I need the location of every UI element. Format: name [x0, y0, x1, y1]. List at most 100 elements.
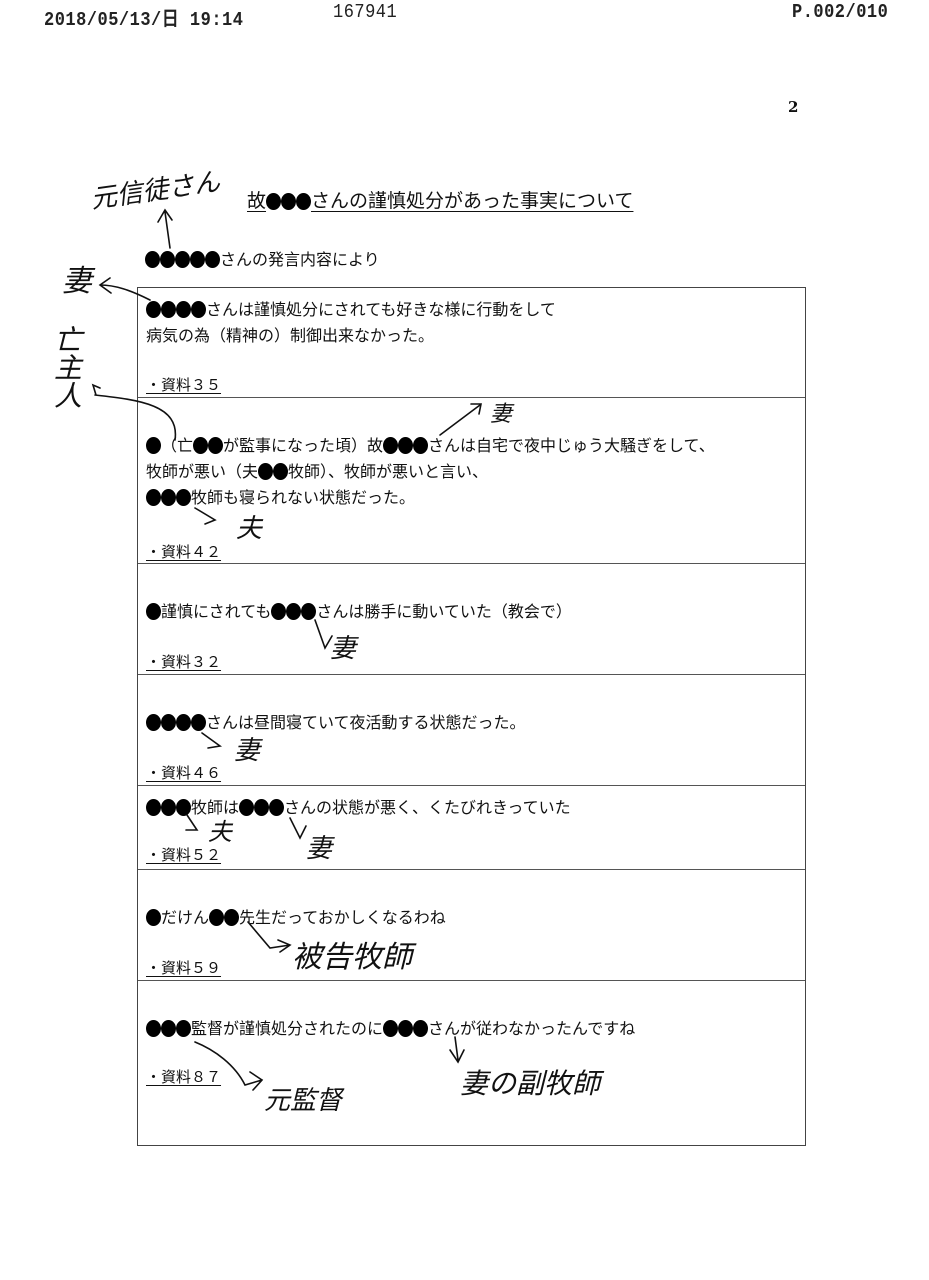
statement-text: さんは自宅で夜中じゅう大騒ぎをして、	[428, 436, 715, 455]
handwritten-note: 妻	[490, 402, 513, 427]
redaction-mark	[160, 251, 175, 268]
statement-text: だけん	[161, 908, 210, 927]
handwritten-note: 妻の副牧師	[460, 1067, 601, 1100]
statement-text: さんの状態が悪く、くたびれきっていた	[284, 798, 571, 817]
handwritten-note: 夫	[208, 818, 232, 846]
redaction-mark	[161, 714, 176, 731]
title-suffix: さんの謹慎処分があった事実について	[311, 190, 634, 212]
redaction-mark	[175, 251, 190, 268]
redaction-mark	[146, 437, 161, 454]
redaction-group	[146, 488, 191, 507]
table-row: 謹慎にされてもさんは勝手に動いていた（教会で） ・資料３２	[138, 563, 805, 674]
handwritten-note: 被告牧師	[292, 940, 412, 975]
statement-line: 謹慎にされてもさんは勝手に動いていた（教会で）	[146, 598, 572, 622]
redaction-group	[266, 190, 312, 212]
fax-datetime: 2018/05/13/日 19:14	[44, 10, 244, 32]
table-row: だけん 先生だっておかしくなるわね・資料５９	[138, 869, 805, 980]
redaction-mark	[258, 463, 274, 480]
fax-sender-id: 167941	[333, 2, 398, 24]
statement-text: さんは謹慎処分にされても好きな様に行動をして	[206, 300, 556, 319]
redaction-mark	[266, 193, 282, 210]
redaction-mark	[209, 909, 225, 926]
redaction-mark	[145, 251, 160, 268]
subheading-text: さんの発言内容により	[220, 250, 380, 269]
redaction-mark	[146, 714, 161, 731]
redaction-mark	[413, 1020, 429, 1037]
redaction-mark	[269, 799, 285, 816]
redaction-mark	[146, 1020, 161, 1037]
handwritten-note: 夫	[236, 514, 263, 544]
reference-label: ・資料５２	[146, 846, 222, 864]
redaction-mark	[146, 301, 161, 318]
redaction-mark	[161, 301, 176, 318]
redaction-mark	[296, 193, 312, 210]
statement-text: さんは昼間寝ていて夜活動する状態だった。	[206, 713, 526, 732]
redaction-mark	[208, 437, 224, 454]
handwritten-note: 元信徒さん	[88, 167, 222, 215]
redaction-mark	[224, 909, 240, 926]
reference-label: ・資料５９	[146, 959, 222, 977]
redaction-mark	[281, 193, 297, 210]
redaction-mark	[161, 1020, 176, 1037]
page-number: 2	[788, 98, 799, 116]
redaction-group	[145, 250, 220, 269]
title-prefix: 故	[247, 190, 267, 212]
redaction-mark	[191, 714, 206, 731]
statement-text: 先生だっておかしくなるわね	[239, 908, 446, 927]
handwritten-note: 元監督	[264, 1086, 343, 1116]
subheading: さんの発言内容により	[145, 246, 380, 270]
redaction-mark	[413, 437, 429, 454]
redaction-mark	[146, 909, 161, 926]
statement-line: 牧師はさんの状態が悪く、くたびれきっていた	[146, 794, 571, 818]
redaction-group	[146, 300, 206, 319]
redaction-mark	[190, 251, 205, 268]
statement-text: （亡	[161, 436, 194, 455]
statement-text: 牧師）、牧師が悪いと言い、	[288, 462, 489, 481]
redaction-mark	[383, 437, 399, 454]
redaction-mark	[286, 603, 302, 620]
redaction-mark	[176, 799, 191, 816]
redaction-mark	[271, 603, 287, 620]
reference-label: ・資料８７	[146, 1068, 222, 1086]
table-row: さんは昼間寝ていて夜活動する状態だった。・資料４６	[138, 674, 805, 785]
reference-label: ・資料４６	[146, 764, 222, 782]
redaction-mark	[398, 1020, 414, 1037]
reference-label: ・資料３２	[146, 653, 222, 671]
redaction-mark	[146, 799, 161, 816]
redaction-mark	[176, 301, 191, 318]
redaction-mark	[239, 799, 255, 816]
table-row: 牧師はさんの状態が悪く、くたびれきっていた・資料５２	[138, 785, 805, 869]
handwritten-note: 亡主人	[50, 325, 83, 409]
handwritten-note: 妻	[306, 834, 333, 864]
redaction-mark	[161, 489, 176, 506]
redaction-group	[271, 602, 317, 621]
reference-label: ・資料４２	[146, 543, 222, 561]
redaction-group	[146, 798, 191, 817]
table-row: 監督が謹慎処分されたのにさんが従わなかったんですね・資料８７	[138, 980, 805, 1145]
redaction-mark	[398, 437, 414, 454]
statement-line: 病気の為（精神の）制御出来なかった。	[146, 322, 434, 346]
statement-text: さんは勝手に動いていた（教会で）	[316, 602, 572, 621]
redaction-group	[209, 908, 240, 927]
redaction-group	[146, 713, 206, 732]
statement-text: 牧師も寝られない状態だった。	[191, 488, 416, 507]
redaction-mark	[146, 603, 161, 620]
redaction-mark	[176, 714, 191, 731]
redaction-group	[383, 436, 429, 455]
redaction-group	[146, 602, 161, 621]
statement-text: が監事になった頃）故	[223, 436, 384, 455]
redaction-mark	[193, 437, 209, 454]
table-row: さんは謹慎処分にされても好きな様に行動をして病気の為（精神の）制御出来なかった。…	[138, 288, 805, 397]
redaction-mark	[301, 603, 317, 620]
statement-text: 牧師が悪い（夫	[146, 462, 259, 481]
redaction-group	[239, 798, 285, 817]
redaction-mark	[205, 251, 220, 268]
statement-line: 牧師も寝られない状態だった。	[146, 484, 415, 508]
statement-line: さんは昼間寝ていて夜活動する状態だった。	[146, 709, 526, 733]
handwritten-note: 妻	[234, 736, 261, 766]
document-title: 故 さんの謹慎処分があった事実について	[247, 186, 633, 213]
redaction-mark	[176, 1020, 191, 1037]
handwritten-note: 妻	[62, 264, 92, 299]
redaction-mark	[254, 799, 270, 816]
statement-line: 牧師が悪い（夫 牧師）、牧師が悪いと言い、	[146, 458, 488, 482]
